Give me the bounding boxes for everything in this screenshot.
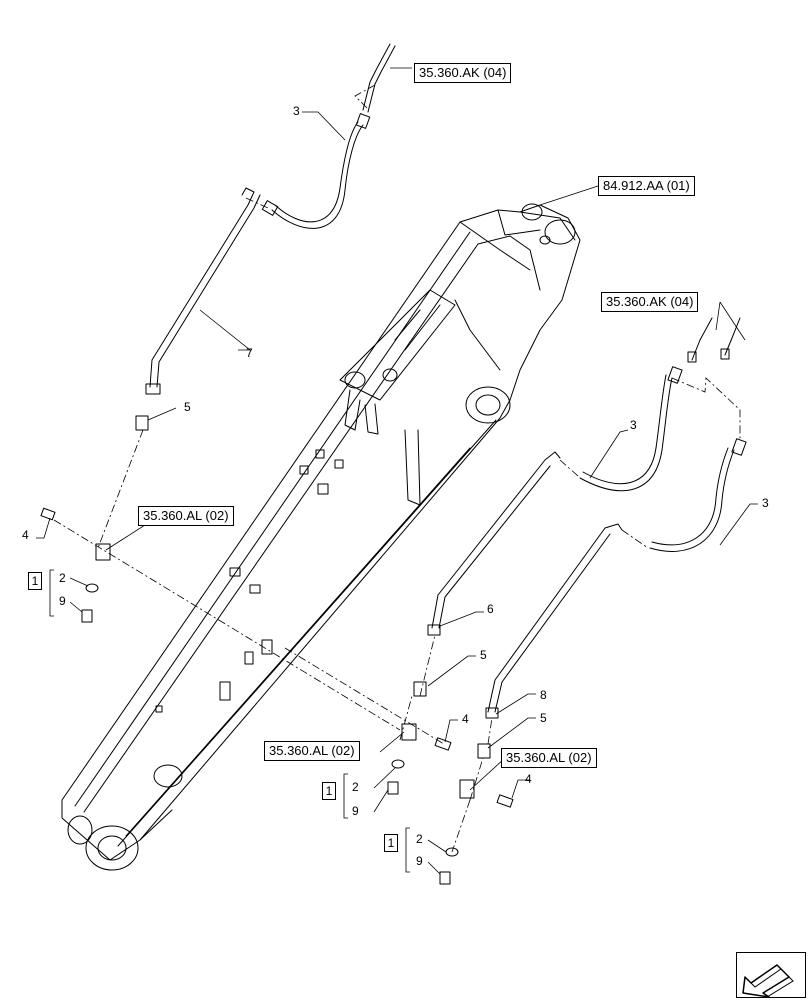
callout-4-left: 4 <box>22 528 29 542</box>
callout-9-mid: 9 <box>352 804 359 818</box>
callout-5-left: 5 <box>184 400 191 414</box>
kit-1-right: 1 <box>384 834 398 852</box>
hose-3-top <box>271 124 364 229</box>
ref-35-360-ak-top[interactable]: 35.360.AK (04) <box>414 63 512 83</box>
ref-35-360-al-left[interactable]: 35.360.AL (02) <box>138 506 234 526</box>
arrow-icon <box>742 964 794 998</box>
ref-35-360-ak-right[interactable]: 35.360.AK (04) <box>601 292 699 312</box>
callout-2-mid: 2 <box>352 780 359 794</box>
tube-6 <box>431 451 561 629</box>
callout-3-right-b: 3 <box>762 496 769 510</box>
callout-9-right: 9 <box>416 854 423 868</box>
callout-8: 8 <box>540 688 547 702</box>
kit-1-mid: 1 <box>322 782 336 800</box>
callout-3-right-a: 3 <box>630 418 637 432</box>
callout-2-left: 2 <box>59 571 66 585</box>
callout-6: 6 <box>487 602 494 616</box>
hose-3-right-b <box>649 449 735 552</box>
callout-9-left: 9 <box>59 594 66 608</box>
callout-4-mid: 4 <box>462 712 469 726</box>
callout-2-right: 2 <box>416 832 423 846</box>
boom-arm <box>61 203 581 871</box>
callout-3-top: 3 <box>293 104 300 118</box>
callout-5-right: 5 <box>540 711 547 725</box>
navigation-button[interactable] <box>736 952 806 998</box>
clamp-right <box>459 779 475 799</box>
clamp-left <box>95 543 111 561</box>
clamp-mid <box>401 723 417 741</box>
tube-7 <box>149 187 255 388</box>
kit-1-left: 1 <box>28 572 42 590</box>
ref-35-360-al-right[interactable]: 35.360.AL (02) <box>501 748 597 768</box>
callout-7: 7 <box>246 346 253 360</box>
callout-5-mid: 5 <box>480 648 487 662</box>
hose-3-right-a <box>579 377 673 492</box>
ref-84-912-aa[interactable]: 84.912.AA (01) <box>598 176 695 196</box>
adapter-5-left <box>135 415 149 431</box>
ref-35-360-al-mid[interactable]: 35.360.AL (02) <box>264 741 360 761</box>
callout-4-right: 4 <box>525 772 532 786</box>
tube-8 <box>487 523 623 713</box>
